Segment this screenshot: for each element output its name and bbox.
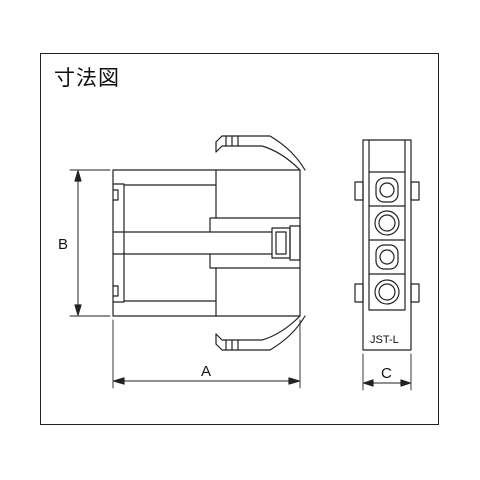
dimension-c-label: C bbox=[381, 365, 392, 382]
part-label: JST-L bbox=[370, 334, 399, 346]
drawing-title: 寸法図 bbox=[54, 66, 120, 90]
front-view bbox=[354, 139, 420, 351]
side-view bbox=[112, 135, 306, 351]
drawing-frame bbox=[40, 53, 439, 425]
dimension-b bbox=[69, 169, 111, 317]
dimension-b-label: B bbox=[58, 236, 68, 253]
dimension-c bbox=[362, 353, 412, 391]
front-view-body bbox=[362, 139, 412, 351]
dimension-a bbox=[112, 319, 301, 389]
dimension-a-label: A bbox=[201, 363, 211, 380]
